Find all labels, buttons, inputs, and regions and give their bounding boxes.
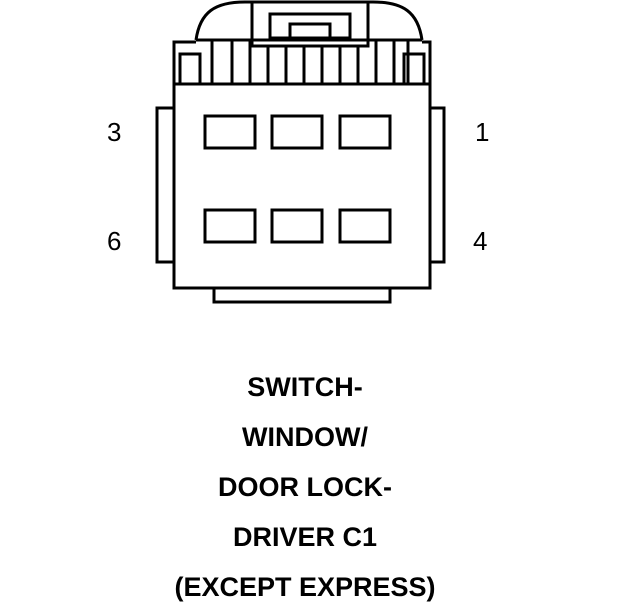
pin-label-3: 3 — [107, 117, 122, 147]
pin-cavity — [338, 208, 392, 244]
connector-face-drawing — [155, 0, 446, 304]
pin-cavity — [203, 114, 257, 150]
pin-cavity — [338, 114, 392, 150]
pin-label-6: 6 — [107, 226, 122, 256]
pin-label-4: 4 — [473, 226, 488, 256]
caption-line-2: WINDOW/ — [242, 422, 368, 452]
connector-right-rail — [428, 106, 446, 264]
pin-cavity — [270, 114, 324, 150]
connector-left-rail — [155, 106, 176, 264]
connector-caption: SWITCH- WINDOW/ DOOR LOCK- DRIVER C1 (EX… — [0, 362, 610, 612]
pin-cavity — [270, 208, 324, 244]
pin-cavity — [203, 208, 257, 244]
pin-cavities — [203, 114, 392, 244]
pin-label-1: 1 — [475, 117, 490, 147]
caption-line-4: DRIVER C1 — [232, 522, 378, 552]
caption-line-1: SWITCH- — [247, 372, 363, 402]
caption-line-5: (EXCEPT EXPRESS) — [174, 572, 436, 602]
connector-latch — [172, 0, 432, 86]
caption-line-3: DOOR LOCK- — [218, 472, 392, 502]
connector-bottom-key — [212, 286, 392, 304]
